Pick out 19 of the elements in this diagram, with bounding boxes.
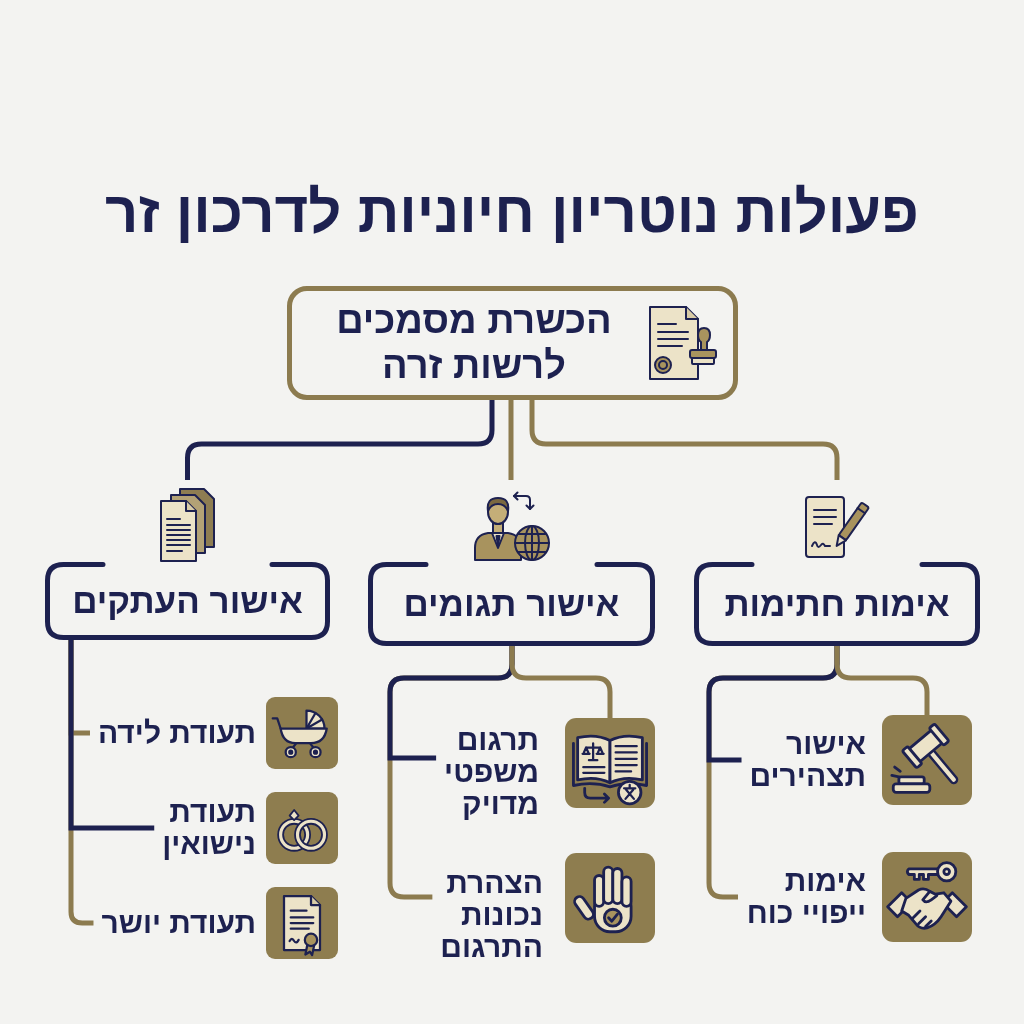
connector-line [509,646,613,718]
page-title: פעולות נוטריון חיוניות לדרכון זר [105,180,919,244]
category-title: אישור העתקים [72,580,303,622]
category-title: אישור תגומים [403,583,620,625]
main-topic-title: הכשרת מסמכים לרשות זרה [335,298,613,388]
connector-line [68,640,155,831]
item-label: תרגום משפטי מדויק [444,724,539,820]
connector-line [834,646,930,715]
item-label: תעודת יושר [101,907,256,939]
item-label: תעודת לידה [98,717,256,749]
item-label: הצהרת נכונות התרגום [440,867,543,963]
connector-line [508,400,514,480]
main-topic-box [287,286,738,400]
connector-line [529,400,840,480]
category-title: אימות חתימות [724,583,950,625]
connector-line [185,400,495,480]
item-label: אישור תצהירים [749,728,866,792]
item-label: תעודת נישואין [162,796,256,860]
item-label: אימות ייפויי כוח [746,865,866,929]
